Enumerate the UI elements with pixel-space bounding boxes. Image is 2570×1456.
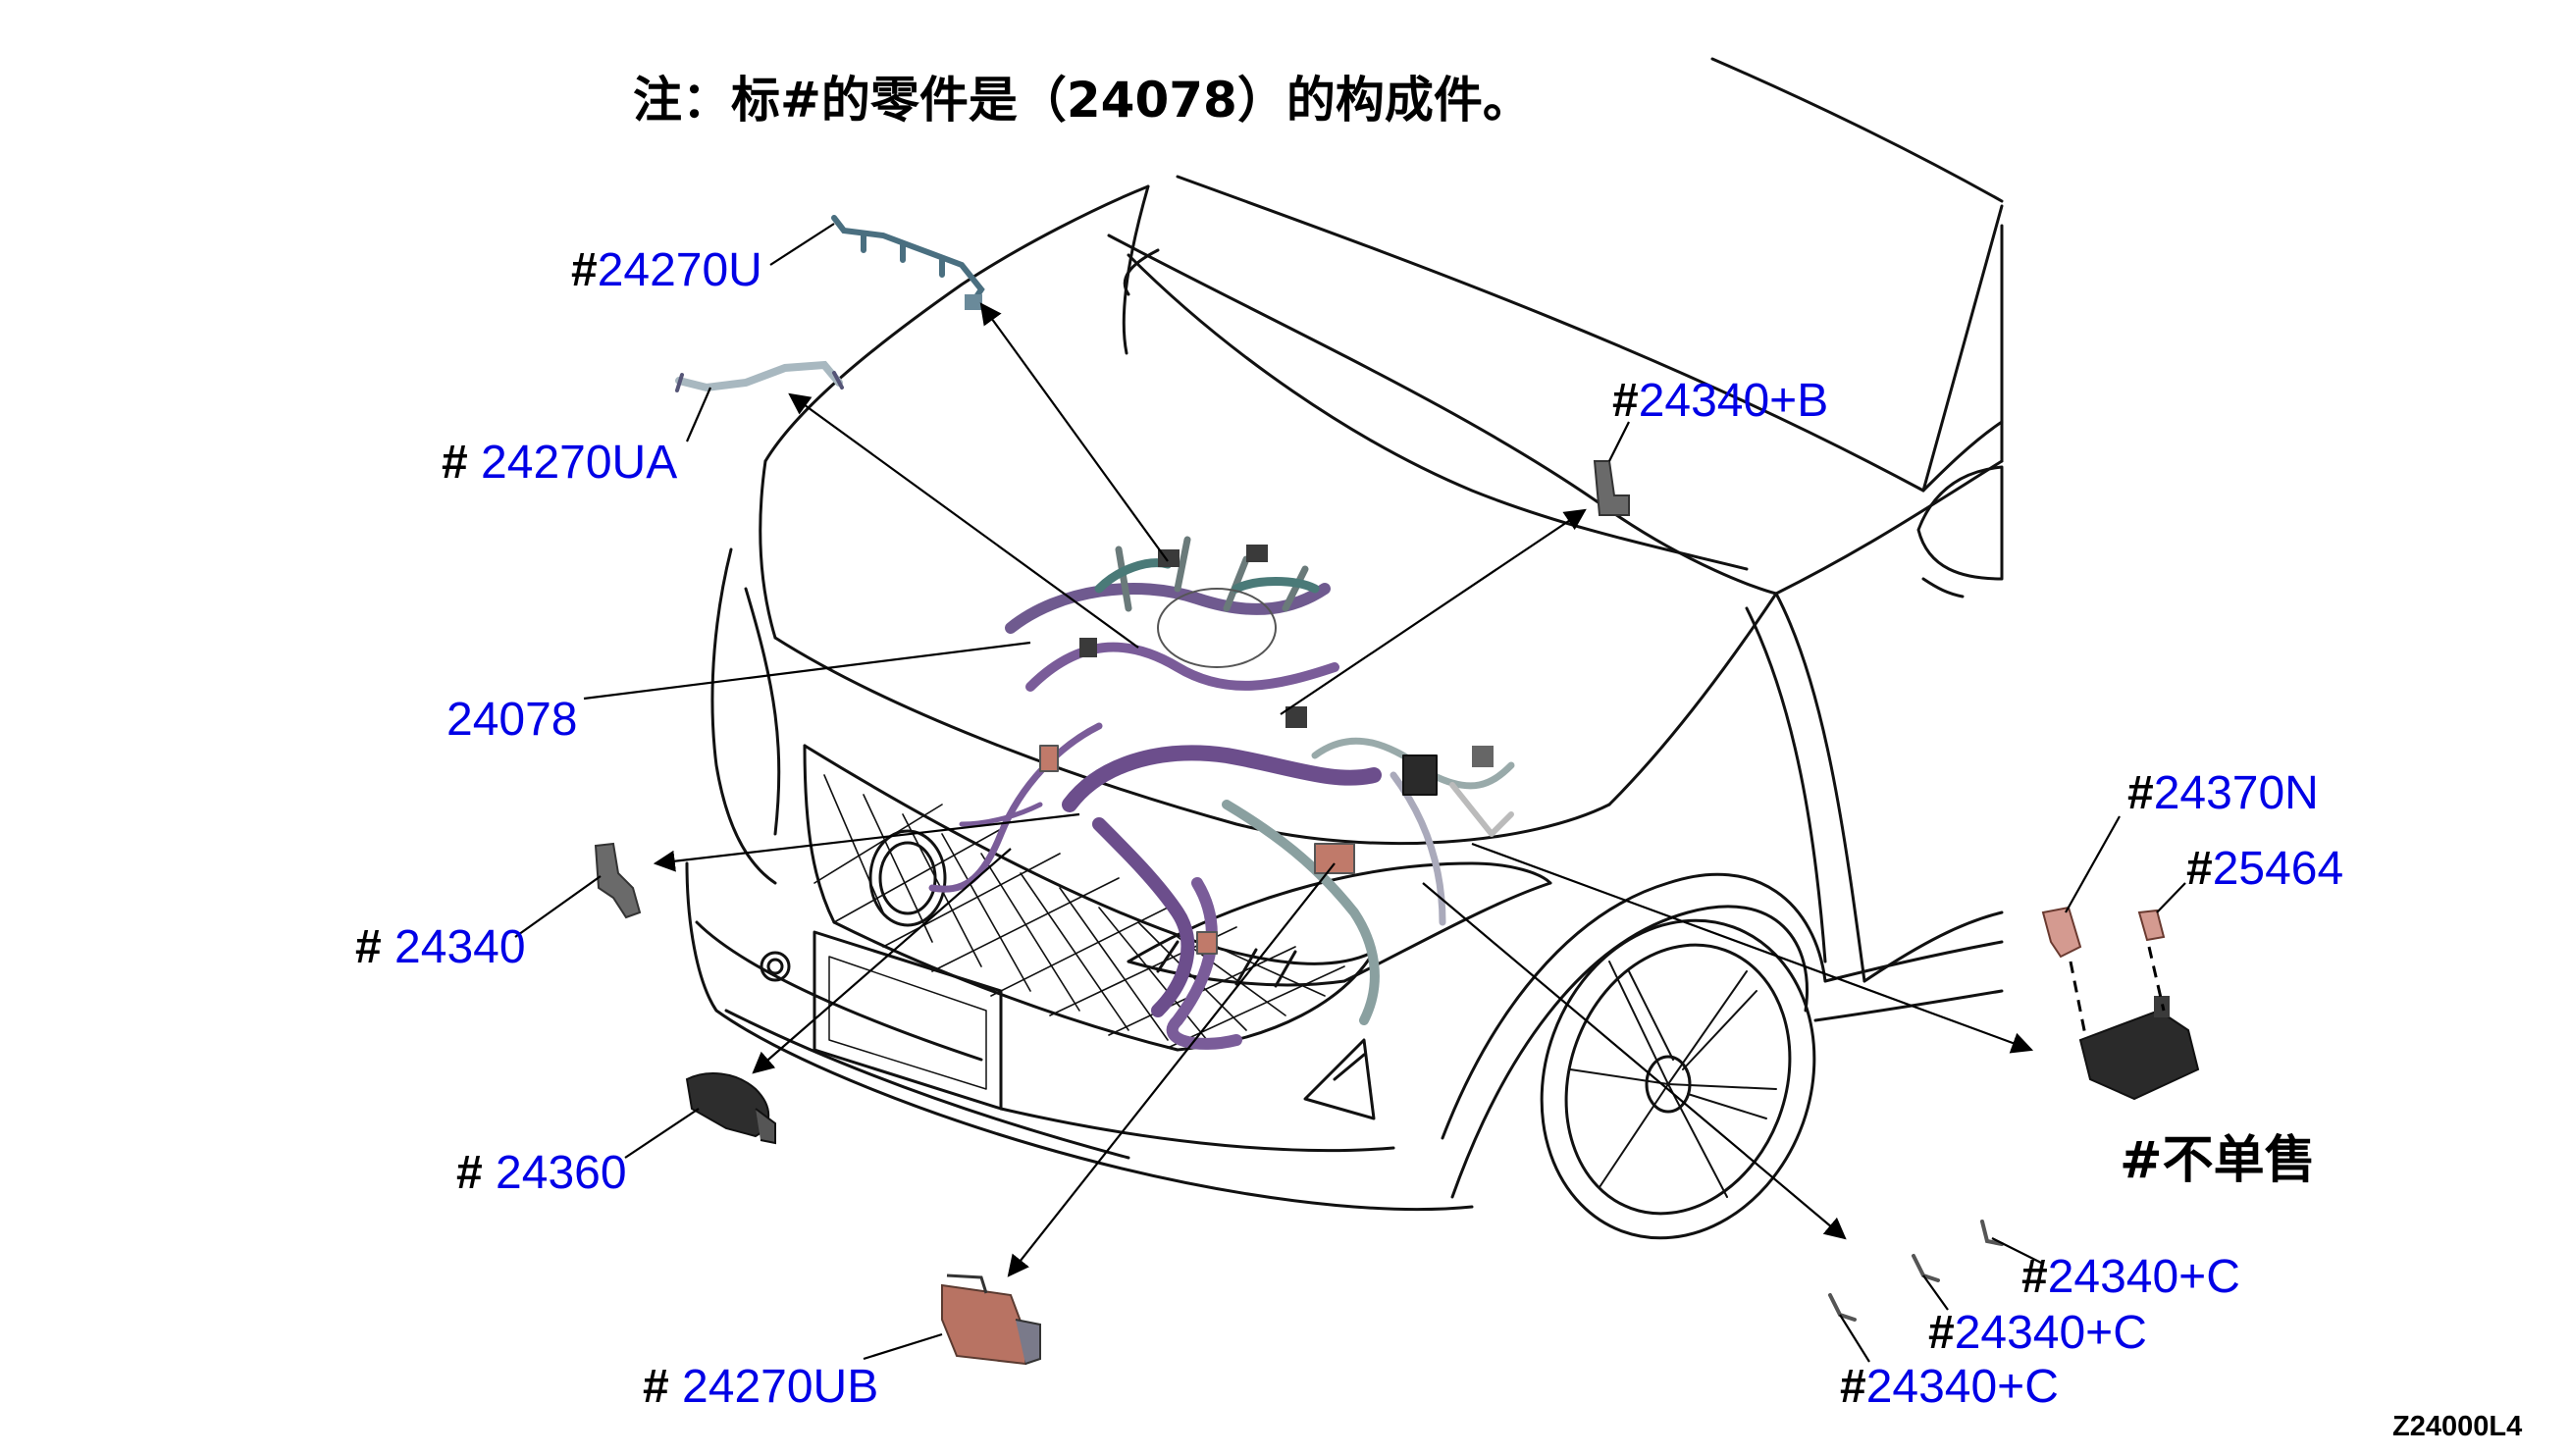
hash-mark: # — [1928, 1307, 1955, 1359]
part-code: 24270U — [597, 244, 762, 296]
part-label-24270u[interactable]: #24270U — [571, 247, 762, 294]
part-label-24270ub[interactable]: # 24270UB — [643, 1364, 878, 1411]
drawing-id: Z24000L4 — [2392, 1411, 2523, 1442]
component-24270ua — [675, 360, 844, 392]
part-code: 24360 — [496, 1147, 627, 1199]
part-code: 25464 — [2212, 843, 2344, 895]
part-label-24340-c-1[interactable]: #24340+C — [2021, 1254, 2240, 1301]
part-label-24270ua[interactable]: # 24270UA — [442, 440, 677, 487]
part-code: 24340+C — [2047, 1251, 2240, 1303]
main-harness — [928, 536, 1515, 1050]
component-24370n — [2041, 906, 2082, 959]
hash-mark: # — [2021, 1251, 2048, 1303]
part-code: 24270UB — [682, 1361, 879, 1413]
part-label-24340-c-2[interactable]: #24340+C — [1928, 1310, 2147, 1357]
hash-mark: # — [442, 437, 468, 489]
component-25464 — [2137, 909, 2166, 942]
part-label-24340[interactable]: # 24340 — [355, 924, 526, 971]
hash-mark: # — [571, 244, 598, 296]
hash-mark: # — [1840, 1361, 1866, 1413]
part-label-24078[interactable]: 24078 — [446, 697, 577, 744]
part-code: 24270UA — [481, 437, 678, 489]
car-outline — [685, 57, 2004, 1240]
hash-mark: # — [1612, 375, 1639, 427]
part-label-24370n[interactable]: #24370N — [2127, 770, 2319, 817]
component-24270ub — [941, 1274, 1041, 1366]
part-code: 24078 — [446, 694, 578, 746]
not-sold-separately-label: #不单售 — [2120, 1131, 2316, 1190]
component-24360 — [685, 1072, 776, 1145]
component-fuse-box — [2069, 946, 2200, 1101]
component-24270u — [831, 215, 985, 310]
diagram-note: 注：标#的零件是（24078）的构成件。 — [633, 72, 1532, 129]
hash-mark: # — [2186, 843, 2213, 895]
component-24340-b — [1593, 460, 1630, 516]
part-code: 24340 — [394, 921, 526, 973]
hash-mark: # — [355, 921, 382, 973]
hash-mark: # — [2127, 767, 2154, 819]
part-label-24340-c-3[interactable]: #24340+C — [1840, 1364, 2059, 1411]
part-label-25464[interactable]: #25464 — [2186, 846, 2343, 893]
part-code: 24370N — [2153, 767, 2319, 819]
part-code: 24340+C — [1954, 1307, 2147, 1359]
component-24340-c-set — [1828, 1220, 2004, 1322]
part-label-24360[interactable]: # 24360 — [456, 1150, 627, 1197]
part-label-24340-b[interactable]: #24340+B — [1612, 378, 1828, 425]
part-code: 24340+B — [1638, 375, 1829, 427]
hash-mark: # — [643, 1361, 669, 1413]
leader-lines — [514, 223, 2186, 1363]
part-code: 24340+C — [1865, 1361, 2059, 1413]
hash-mark: # — [456, 1147, 483, 1199]
component-24340 — [594, 842, 642, 919]
